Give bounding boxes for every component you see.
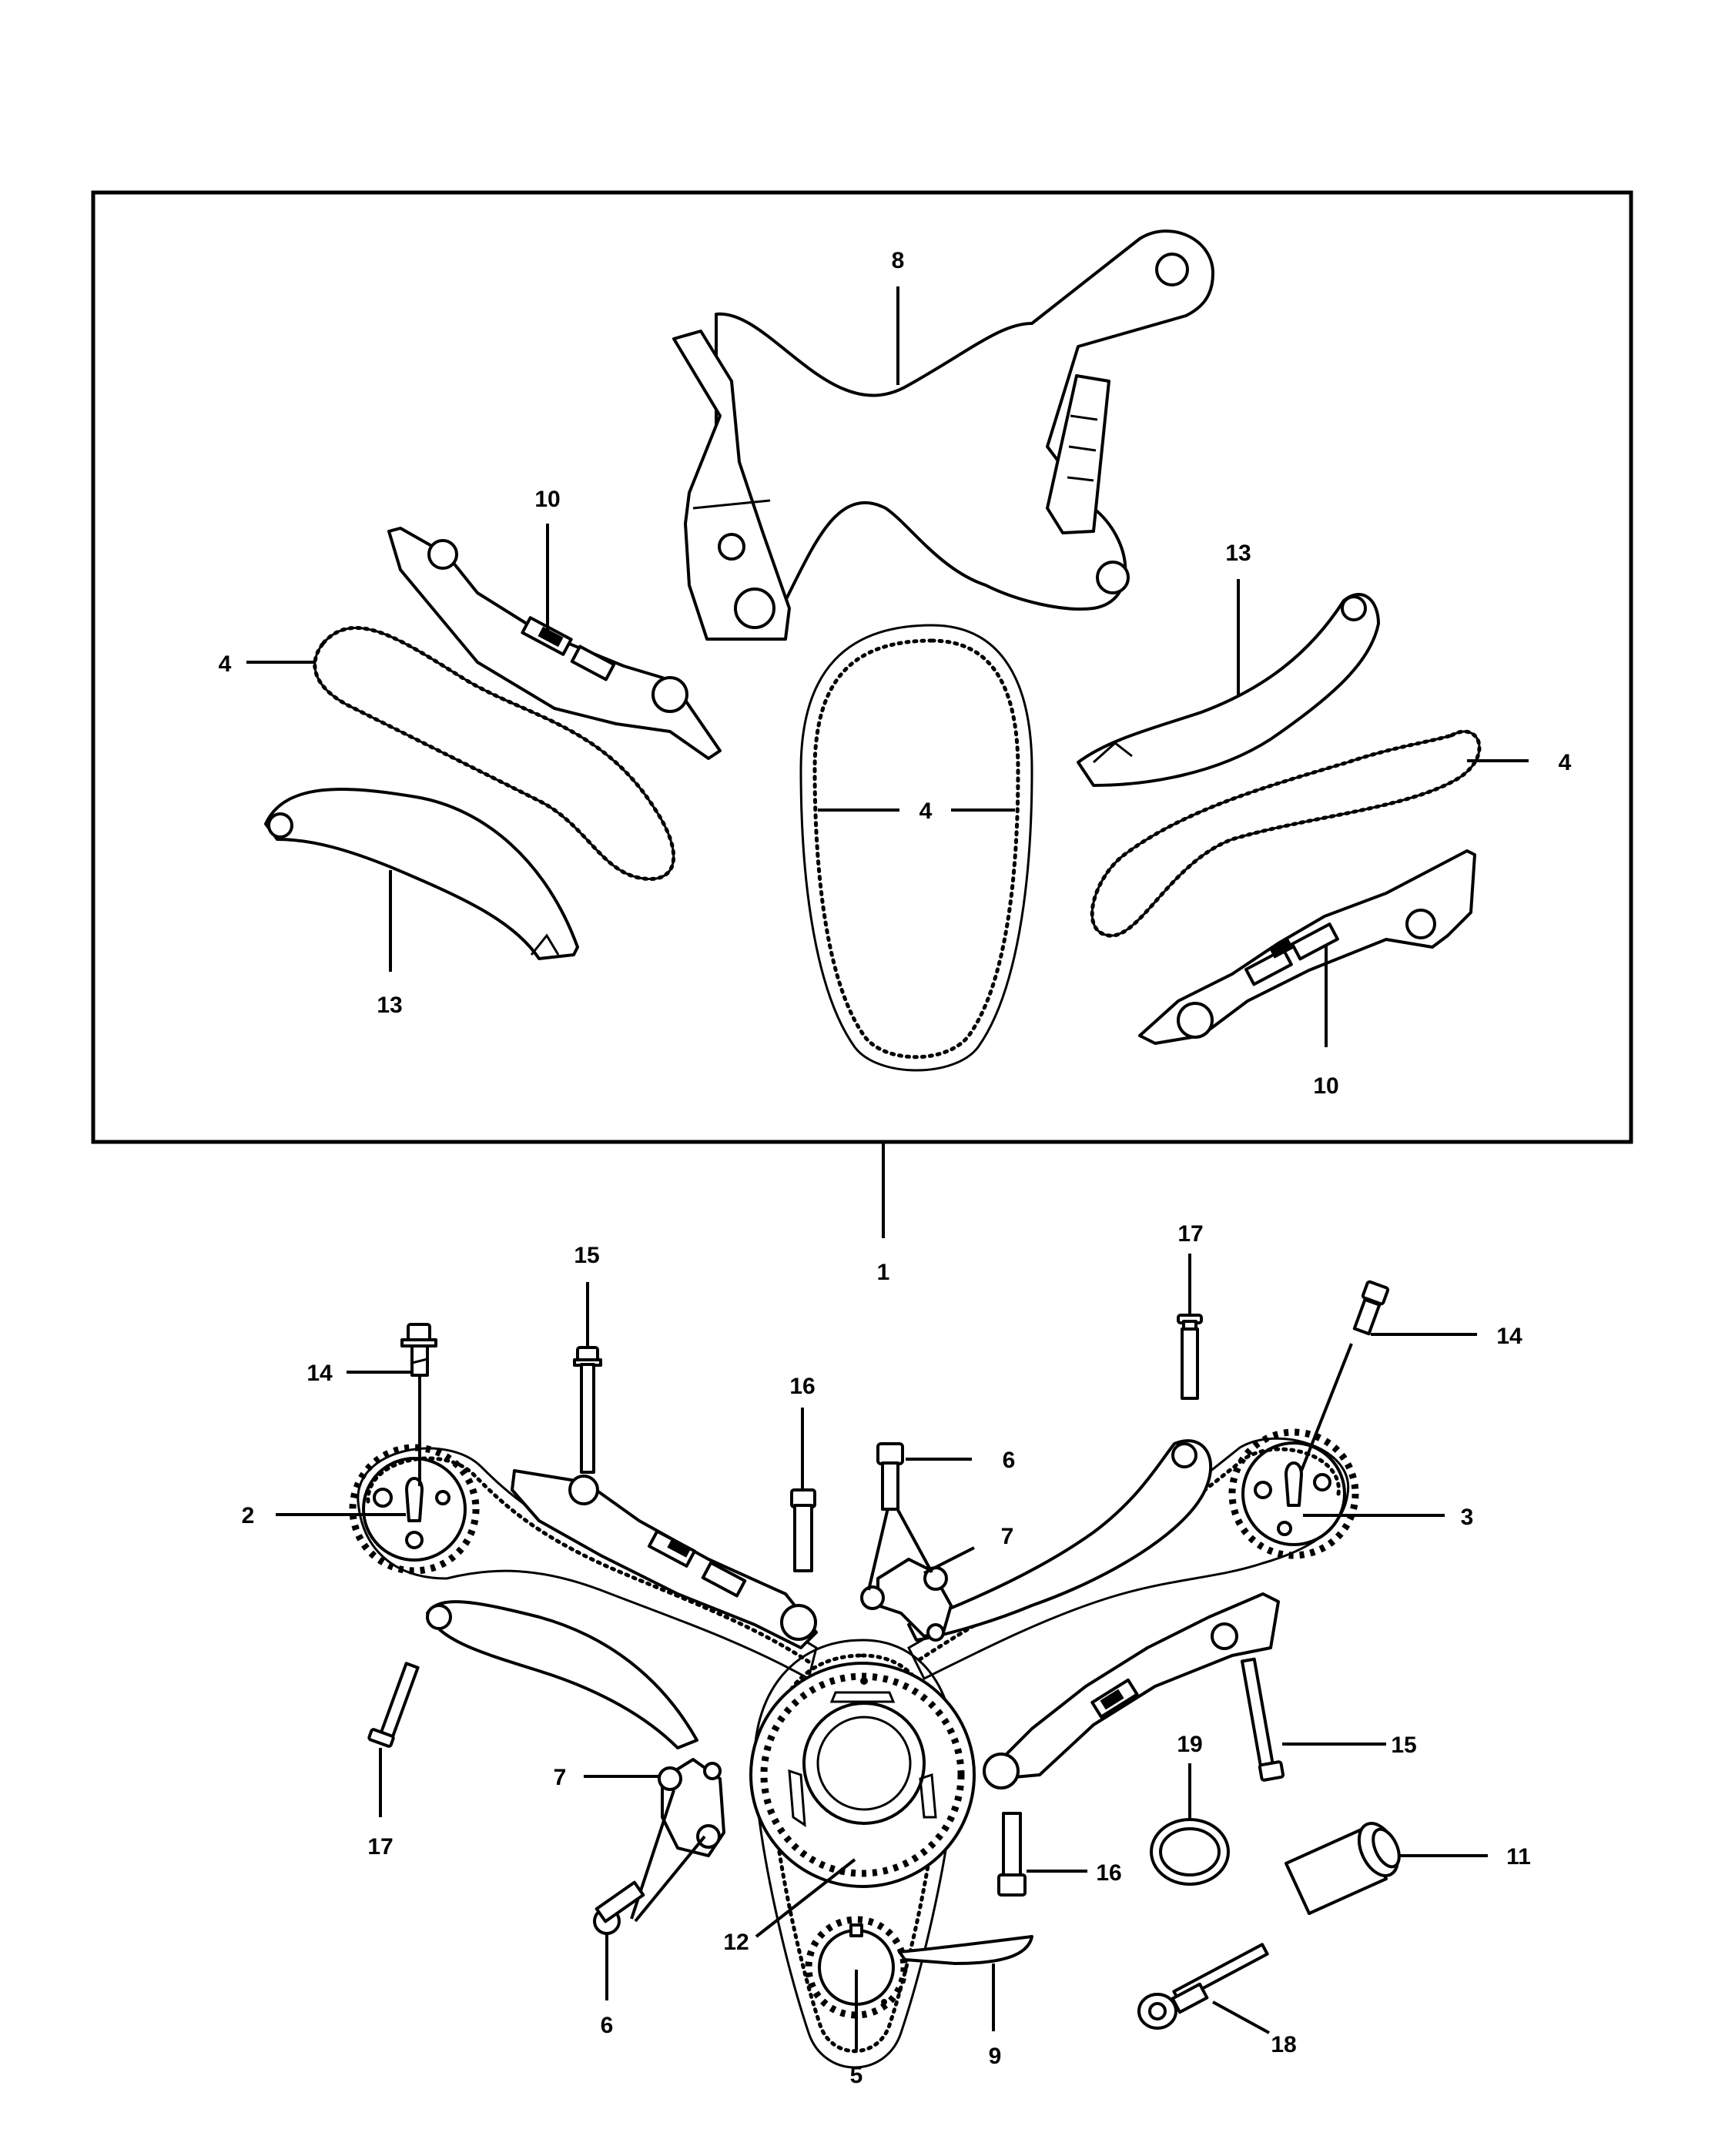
callout-19: 19 (1177, 1732, 1202, 1757)
crank-sprocket (805, 1916, 908, 2019)
callout-13b: 13 (1225, 541, 1251, 566)
left-cam-bolt (400, 1323, 437, 1377)
upper-tensioner-bolt (876, 1442, 904, 1511)
right-guide-bolt (1240, 1657, 1285, 1782)
callout-10a: 10 (534, 487, 560, 512)
callout-12: 12 (723, 1930, 749, 1955)
crank-spacer (898, 1935, 1033, 1965)
lower-tensioner (658, 1758, 725, 1857)
right-cam-bolt (1352, 1280, 1390, 1336)
callout-18: 18 (1271, 2032, 1296, 2057)
leader-6a-1 (867, 1501, 891, 1591)
left-cam-chain (357, 1447, 818, 1681)
callout-16b: 16 (1096, 1860, 1121, 1886)
callout-10b: 10 (1313, 1073, 1338, 1099)
callout-5: 5 (850, 2063, 863, 2088)
idler-bolt (1137, 1943, 1269, 2030)
callout-4a: 4 (219, 651, 232, 677)
left-arm-bolt (367, 1662, 420, 1748)
right-pivot-bolt (997, 1812, 1027, 1897)
callout-17b: 17 (1177, 1221, 1203, 1247)
callout-1: 1 (877, 1260, 890, 1285)
callout-15b: 15 (1391, 1732, 1416, 1758)
callout-4c: 4 (1559, 750, 1572, 775)
lower-left-tensioner-arm (264, 787, 579, 960)
timing-kit-box (91, 190, 1633, 1144)
callout-14a: 14 (306, 1361, 333, 1386)
center-chain (799, 624, 1033, 1072)
callout-6a: 6 (1003, 1448, 1016, 1473)
callout-16a: 16 (789, 1374, 815, 1399)
callout-4b: 4 (919, 798, 933, 824)
left-pivot-bolt (790, 1488, 816, 1572)
idler-sleeve (1285, 1822, 1401, 1915)
callout-7b: 7 (554, 1765, 567, 1790)
seal-ring (1150, 1818, 1230, 1886)
left-lower-arm (426, 1600, 698, 1749)
leader-18 (1212, 2000, 1270, 2034)
upper-right-tensioner-arm (1077, 592, 1380, 787)
callout-15a: 15 (574, 1243, 599, 1268)
right-primary-arm (907, 1439, 1213, 1642)
leader-12 (755, 1858, 856, 1938)
left-guide-bolt (573, 1346, 602, 1474)
right-cam-sprocket (1228, 1428, 1359, 1559)
idler-sprocket (749, 1662, 976, 1888)
leader-6a-2 (892, 1501, 933, 1573)
lower-tensioner-bolt (593, 1880, 645, 1935)
right-loop-chain (1090, 729, 1482, 938)
left-cam-sprocket (349, 1444, 480, 1575)
callout-6b: 6 (601, 2013, 614, 2038)
callout-17a: 17 (367, 1834, 393, 1860)
right-arm-bolt (1177, 1314, 1203, 1400)
lower-right-chain-guide (1138, 849, 1476, 1045)
callout-13a: 13 (377, 993, 402, 1018)
left-primary-guide (511, 1469, 818, 1649)
center-guide-bracket (672, 229, 1214, 641)
leader-6b-2 (634, 1835, 706, 1923)
upper-tensioner (860, 1558, 953, 1642)
callout-8: 8 (892, 248, 905, 273)
callout-9: 9 (989, 2044, 1002, 2069)
callout-7a: 7 (1001, 1524, 1014, 1549)
left-loop-chain (313, 625, 676, 881)
upper-left-chain-guide (387, 527, 722, 760)
leader-14b-down (1300, 1343, 1353, 1471)
callout-11: 11 (1506, 1844, 1531, 1870)
callout-14b: 14 (1496, 1324, 1522, 1349)
leader-7a (923, 1546, 975, 1575)
callout-2: 2 (242, 1503, 255, 1528)
callout-3: 3 (1461, 1505, 1474, 1530)
right-secondary-guide (983, 1592, 1280, 1789)
